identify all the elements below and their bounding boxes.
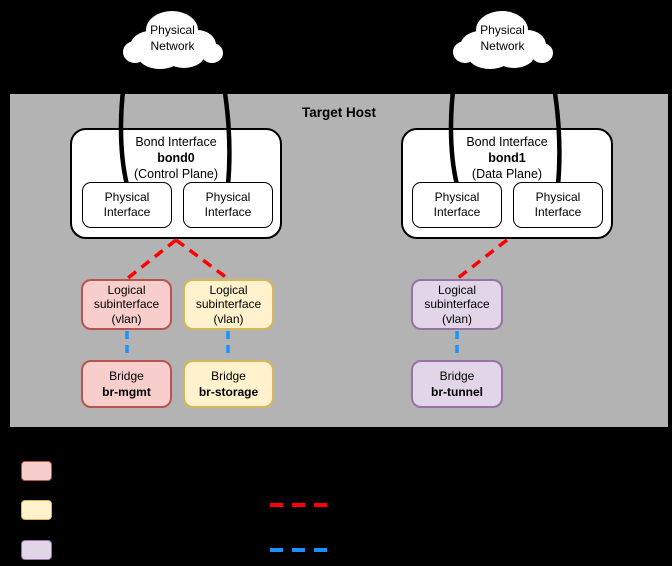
bridge-br-storage: Bridge br-storage — [183, 360, 274, 408]
logical-subinterface-mgmt: Logical subinterface (vlan) — [81, 279, 172, 330]
bridge-storage-name: br-storage — [198, 385, 259, 399]
physical-interface-bond0-left: Physical Interface — [82, 182, 172, 228]
bridge-tunnel-title: Bridge — [439, 369, 475, 383]
legend-swatch-yellow — [21, 500, 52, 520]
physical-interface-bond0-right: Physical Interface — [183, 182, 273, 228]
logical-subinterface-storage: Logical subinterface (vlan) — [183, 279, 274, 330]
legend-swatch-purple — [21, 540, 52, 560]
cloud-label-right: Physical Network — [480, 23, 525, 53]
bond0-title: Bond Interface — [135, 135, 217, 149]
bond1-title: Bond Interface — [466, 135, 548, 149]
bridge-tunnel-name: br-tunnel — [431, 385, 483, 399]
bond1-name: bond1 — [488, 151, 526, 165]
target-host-title: Target Host — [301, 105, 376, 120]
physical-interface-bond1-left: Physical Interface — [412, 182, 502, 228]
bridge-br-mgmt: Bridge br-mgmt — [81, 360, 172, 408]
bridge-storage-title: Bridge — [211, 369, 246, 383]
cloud-label-left: Physical Network — [150, 23, 195, 53]
physical-interface-bond1-right: Physical Interface — [513, 182, 603, 228]
bond0-label: Bond Interface bond0 (Control Plane) — [70, 134, 282, 182]
bridge-mgmt-name: br-mgmt — [102, 385, 151, 399]
legend-swatch-pink — [21, 461, 52, 481]
bond0-plane: (Control Plane) — [133, 167, 219, 181]
bond1-plane: (Data Plane) — [471, 167, 543, 181]
logical-subinterface-tunnel: Logical subinterface (vlan) — [411, 279, 503, 330]
bond1-label: Bond Interface bond1 (Data Plane) — [401, 134, 613, 182]
bridge-br-tunnel: Bridge br-tunnel — [411, 360, 503, 408]
bridge-mgmt-title: Bridge — [109, 369, 144, 383]
bond0-name: bond0 — [157, 151, 195, 165]
